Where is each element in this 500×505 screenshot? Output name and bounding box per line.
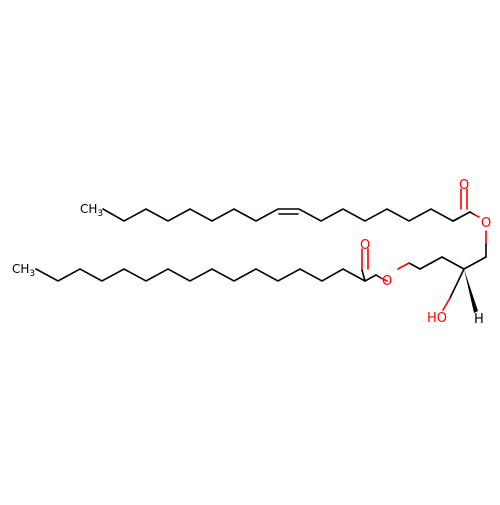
carbonyl-oxygen-bottom: O [360,238,370,253]
carbonyl-oxygen-top: O [459,178,469,193]
methyl-label-top: CH3 [80,202,103,219]
stereo-wedge [464,269,478,313]
top-acyl-chain [102,188,480,222]
bottom-acyl-chain [35,248,388,282]
stereo-hydrogen-label: H [474,312,484,327]
glycerol-backbone [397,230,487,311]
methyl-label-bottom: CH3 [12,262,35,279]
ester-oxygen-top: O [481,216,491,231]
ester-oxygen-bottom: O [382,274,392,289]
hydroxyl-label: HO [427,311,447,326]
